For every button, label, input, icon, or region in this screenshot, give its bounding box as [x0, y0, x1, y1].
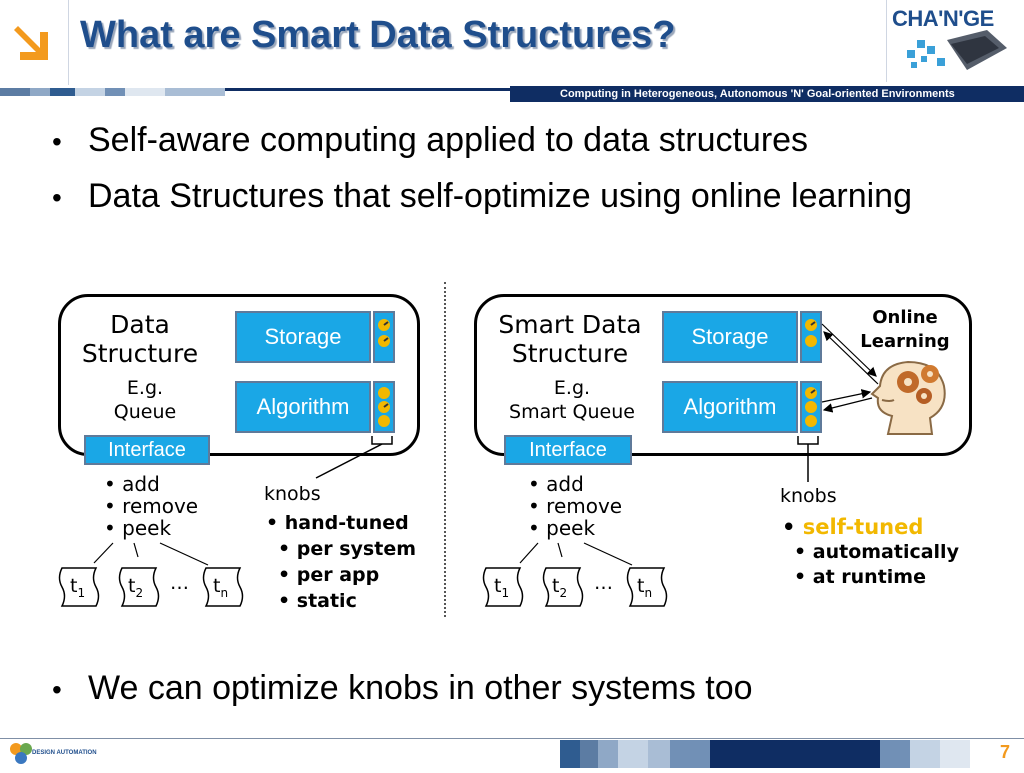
op-item: • remove: [104, 494, 199, 518]
thread-label: t1: [70, 575, 86, 600]
right-knobs-label: knobs: [780, 485, 837, 507]
thread-label: t1: [494, 575, 510, 600]
thread-t2: t2: [116, 566, 162, 613]
bullet-2: •: [52, 174, 62, 220]
knob-item: • automatically: [794, 541, 959, 563]
thread-label: t2: [128, 575, 144, 600]
footer-logo: DESIGN AUTOMATION: [6, 740, 97, 766]
storage-box: Storage: [235, 311, 371, 363]
op-item: • peek: [104, 516, 172, 540]
left-ops-list: • add • remove • peek: [104, 473, 198, 539]
ds-title: Data Structure: [70, 310, 210, 368]
online-learning-label: Online Learning: [846, 306, 964, 354]
right-connector-lines: [519, 323, 879, 566]
sds-title-line2: Structure: [511, 339, 629, 368]
design-automation-logo-icon: [10, 743, 32, 764]
ds-title-line1: Data: [110, 310, 170, 339]
change-logo-text: CHA'N'GE: [892, 6, 994, 31]
sds-example-line1: E.g.: [553, 377, 591, 399]
thread-tn: tn: [624, 566, 670, 613]
header-stripe: [0, 88, 1024, 102]
header-subtitle: Computing in Heterogeneous, Autonomous '…: [560, 88, 955, 100]
ds-example: E.g. Queue: [80, 376, 210, 424]
bullet-1-text: Self-aware computing applied to data str…: [88, 121, 809, 159]
thread-tn: tn: [200, 566, 246, 613]
bullet-3: •: [52, 666, 62, 712]
smart-storage-knob: [800, 311, 822, 363]
left-connector-lines: [93, 436, 393, 566]
smart-algorithm-knob: [800, 381, 822, 433]
bullet-3-text: We can optimize knobs in other systems t…: [88, 669, 753, 707]
smart-algorithm-box: Algorithm: [662, 381, 798, 433]
sds-title: Smart Data Structure: [488, 310, 652, 368]
knob-item: • at runtime: [794, 566, 926, 588]
op-item: • add: [528, 472, 584, 496]
brain-gears-icon: [870, 360, 946, 435]
change-logo: [886, 0, 1019, 82]
thread-label: t2: [552, 575, 568, 600]
bullet-1: •: [52, 118, 62, 164]
algorithm-box: Algorithm: [235, 381, 371, 433]
sds-example-line2: Smart Queue: [509, 401, 635, 423]
page-number: 7: [1000, 742, 1011, 762]
knob-item: • per app: [278, 564, 380, 586]
ds-example-line1: E.g.: [126, 377, 164, 399]
bullet-dot: •: [52, 674, 62, 705]
left-knob-list: • hand-tuned • per system • per app • st…: [266, 510, 416, 614]
storage-knob: [373, 311, 395, 363]
footer-line: [0, 738, 1024, 739]
smart-storage-box: Storage: [662, 311, 798, 363]
subtitle-bar: [510, 86, 1024, 102]
ds-title-line2: Structure: [81, 339, 199, 368]
knob-item: • hand-tuned: [266, 512, 409, 534]
arrow-logo-icon: [12, 20, 54, 62]
online-line2: Learning: [860, 331, 950, 352]
bullet-dot: •: [52, 126, 62, 157]
left-knobs-label: knobs: [264, 483, 321, 505]
bullet-2-text: Data Structures that self-optimize using…: [88, 177, 912, 215]
thread-t1: t1: [56, 566, 102, 613]
sds-title-line1: Smart Data: [498, 310, 642, 339]
smart-interface-box: Interface: [504, 435, 632, 465]
footer-logo-text: DESIGN AUTOMATION: [32, 750, 97, 756]
thread-ellipsis: …: [170, 572, 189, 594]
knob-item: • per system: [278, 538, 417, 560]
thread-ellipsis: …: [594, 572, 613, 594]
algorithm-knob: [373, 381, 395, 433]
right-knob-list: • self-tuned • automatically • at runtim…: [782, 514, 959, 590]
op-item: • peek: [528, 516, 596, 540]
op-item: • add: [104, 472, 160, 496]
thread-label: tn: [637, 575, 653, 600]
diagram-divider: [444, 282, 446, 617]
thread-t2: t2: [540, 566, 586, 613]
thread-label: tn: [213, 575, 229, 600]
ds-example-line2: Queue: [113, 401, 177, 423]
polimi-logo: [0, 0, 69, 85]
thread-t1: t1: [480, 566, 526, 613]
interface-box: Interface: [84, 435, 210, 465]
op-item: • remove: [528, 494, 623, 518]
online-line1: Online: [872, 307, 938, 328]
knob-item: • static: [278, 590, 357, 612]
self-tuned-item: • self-tuned: [782, 515, 924, 539]
footer-stripe: [560, 740, 1004, 768]
right-ops-list: • add • remove • peek: [528, 473, 622, 539]
sds-example: E.g. Smart Queue: [490, 376, 654, 424]
bullet-dot: •: [52, 182, 62, 213]
page-title: What are Smart Data Structures?: [80, 14, 676, 56]
